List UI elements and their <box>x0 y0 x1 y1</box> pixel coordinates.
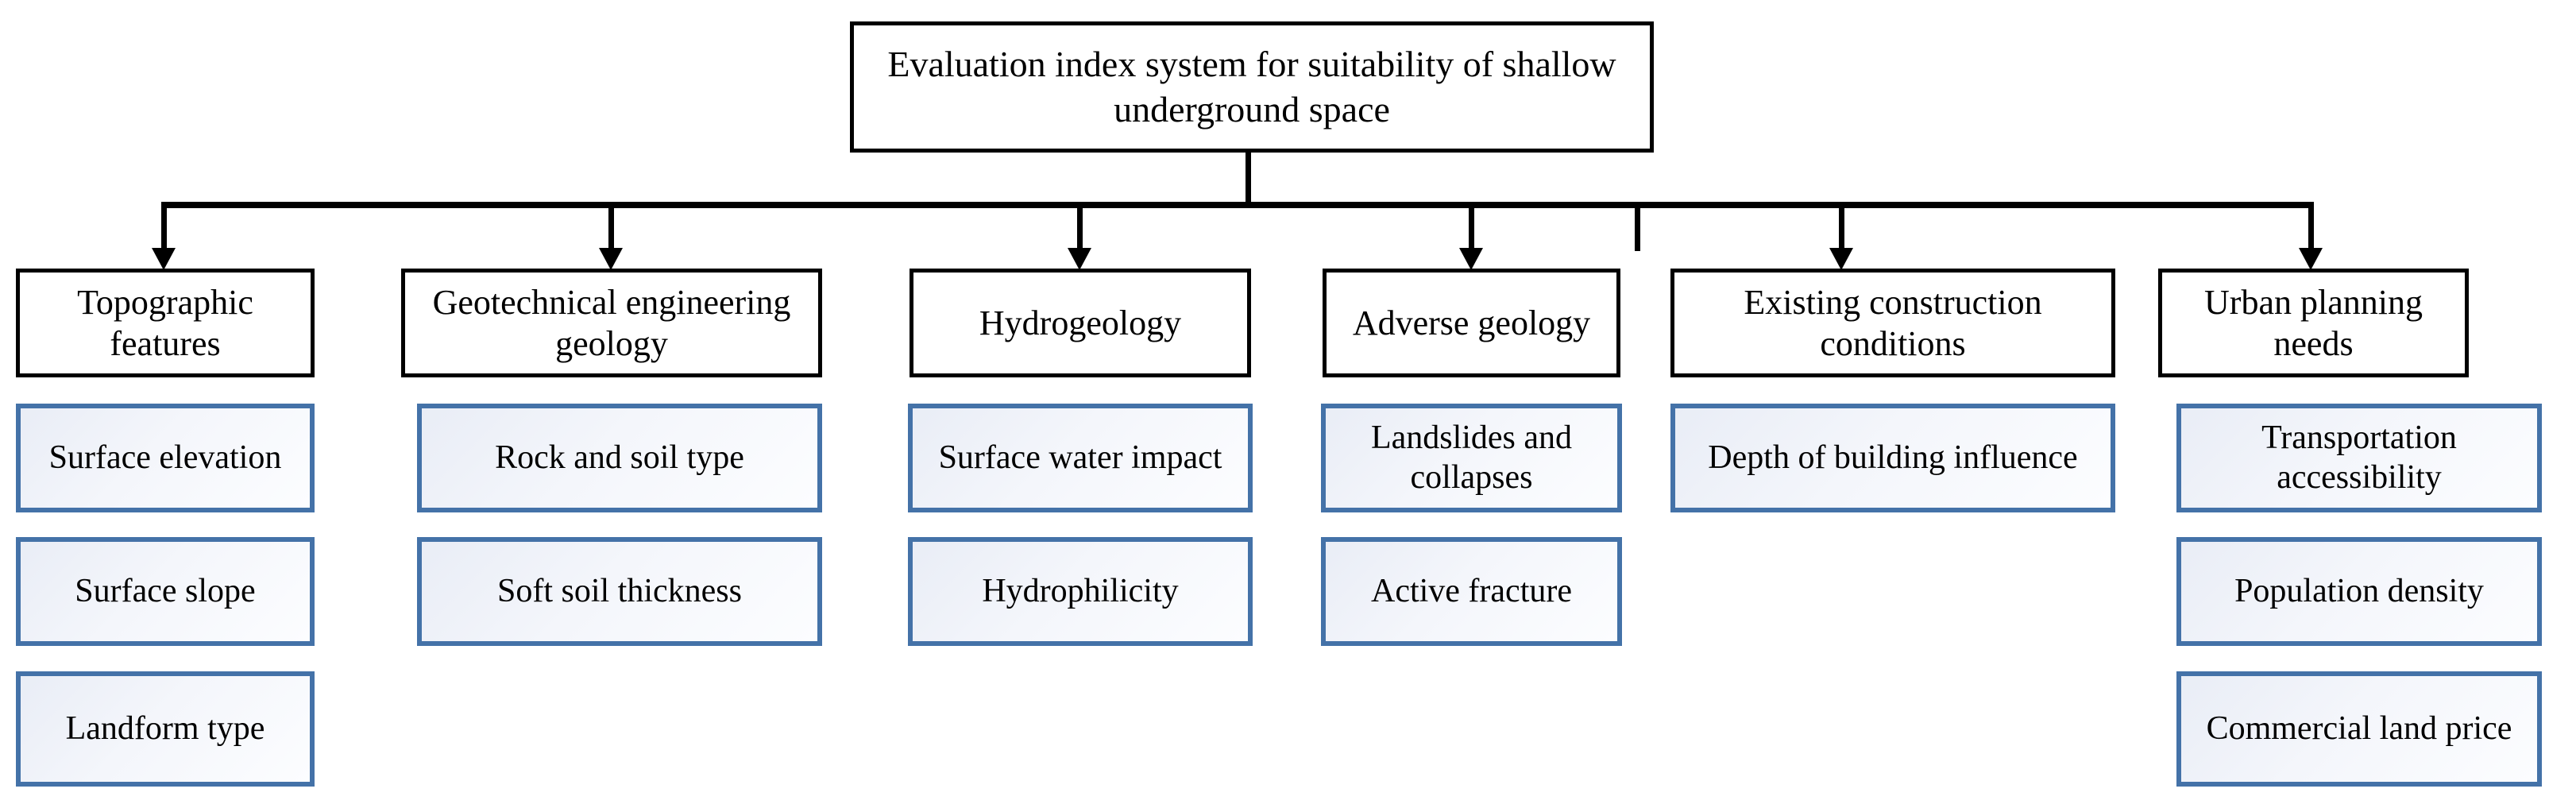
distribution-bus-connector <box>161 202 1640 208</box>
branch-drop-connector-3 <box>1077 205 1083 251</box>
branch-drop-connector-4 <box>1469 205 1474 251</box>
branch-drop-connector-1 <box>161 205 167 251</box>
category-node-urban-planning-needs: Urban planning needs <box>2158 269 2469 377</box>
indicator-node-active-fracture: Active fracture <box>1321 537 1622 646</box>
branch-drop-connector-6 <box>2308 205 2314 251</box>
indicator-node-surface-slope: Surface slope <box>16 537 315 646</box>
root-stem-connector <box>1246 153 1251 207</box>
root-node: Evaluation index system for suitability … <box>850 21 1654 153</box>
branch-drop-connector-6-riser <box>1635 205 1640 251</box>
indicator-node-transportation-accessibility: Transportation accessibility <box>2176 404 2542 512</box>
branch-arrowhead-icon-3 <box>1068 248 1091 270</box>
indicator-node-surface-water-impact: Surface water impact <box>908 404 1253 512</box>
indicator-node-soft-soil-thickness: Soft soil thickness <box>417 537 822 646</box>
category-node-existing-construction-conditions: Existing construction conditions <box>1670 269 2115 377</box>
indicator-node-rock-and-soil-type: Rock and soil type <box>417 404 822 512</box>
branch-arrowhead-icon-4 <box>1459 248 1483 270</box>
indicator-node-surface-elevation: Surface elevation <box>16 404 315 512</box>
indicator-node-commercial-land-price: Commercial land price <box>2176 671 2542 787</box>
category-node-adverse-geology: Adverse geology <box>1323 269 1620 377</box>
indicator-node-landform-type: Landform type <box>16 671 315 787</box>
indicator-node-landslides-and-collapses: Landslides and collapses <box>1321 404 1622 512</box>
branch-arrowhead-icon-5 <box>1829 248 1853 270</box>
branch-drop-connector-2 <box>608 205 614 251</box>
indicator-node-hydrophilicity: Hydrophilicity <box>908 537 1253 646</box>
indicator-node-depth-of-building-influence: Depth of building influence <box>1670 404 2115 512</box>
branch-arrowhead-icon-6 <box>2299 248 2323 270</box>
category-node-geotechnical-engineering-geology: Geotechnical engineering geology <box>401 269 822 377</box>
branch-arrowhead-icon-1 <box>152 248 176 270</box>
branch-arrowhead-icon-2 <box>599 248 623 270</box>
indicator-node-population-density: Population density <box>2176 537 2542 646</box>
category-node-hydrogeology: Hydrogeology <box>910 269 1251 377</box>
branch-drop-connector-5 <box>1839 205 1844 251</box>
branch-bus-extension-connector <box>1635 202 2314 208</box>
category-node-topographic-features: Topographic features <box>16 269 315 377</box>
